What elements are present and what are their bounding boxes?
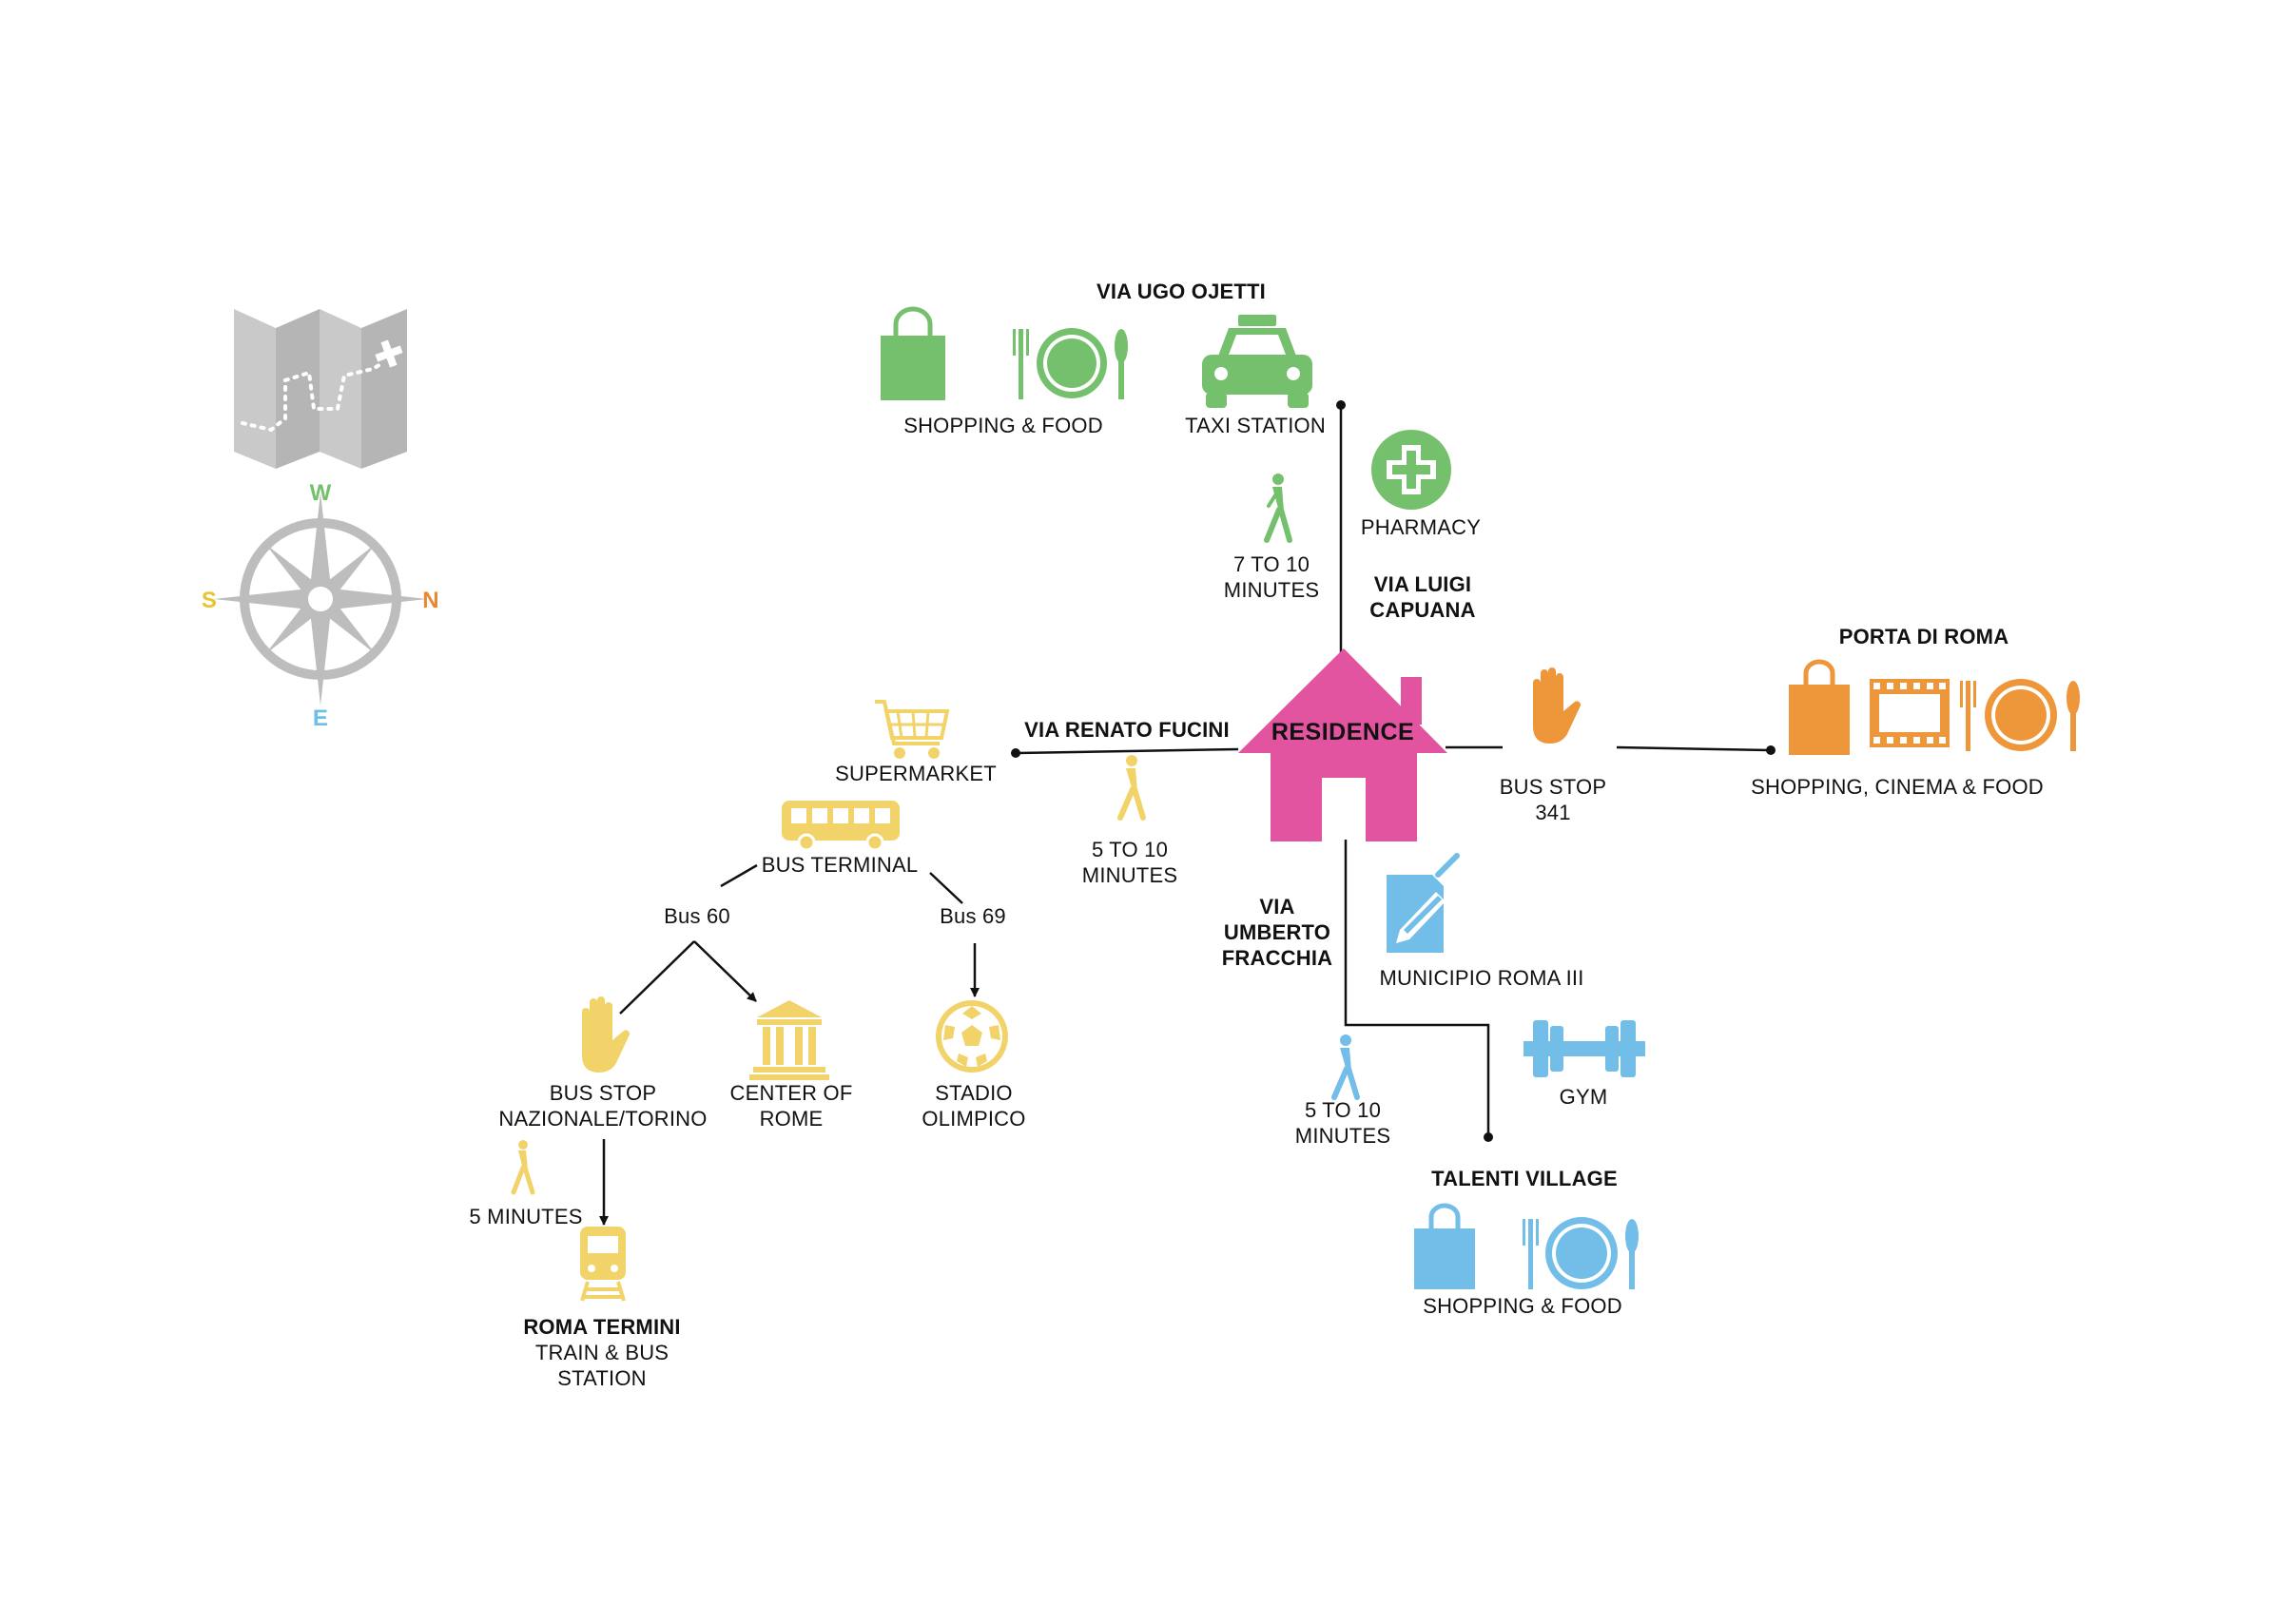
center-of-rome-label: CENTER OF ROME — [730, 1080, 853, 1131]
north-walk-time: 7 TO 10 MINUTES — [1224, 551, 1319, 603]
street-via-luigi-capuana-line2: CAPUANA — [1369, 598, 1476, 622]
compass-rose-icon — [214, 493, 427, 706]
center-of-rome-line1: CENTER OF — [729, 1081, 853, 1105]
west-walk-time-line1: 5 TO 10 — [1091, 838, 1169, 861]
residence-house-icon — [1238, 648, 1447, 841]
walking-person-icon — [511, 1140, 535, 1195]
plate-cutlery-icon — [1013, 328, 1128, 399]
arrow-bus60-center — [693, 940, 757, 1002]
shopping-bag-icon — [1789, 659, 1850, 755]
line-terminal-bus60 — [720, 863, 758, 888]
municipio-roma-iii-label: MUNICIPIO ROMA III — [1379, 966, 1584, 990]
line-west — [1017, 747, 1239, 755]
walking-person-icon — [1264, 474, 1292, 543]
route-lines — [599, 407, 1770, 1226]
compass-label-n: N — [422, 588, 439, 613]
walking-person-icon — [1331, 1034, 1360, 1100]
bus-icon — [782, 801, 900, 852]
bus-stop-hand-icon — [582, 996, 631, 1073]
north-walk-time-line2: MINUTES — [1223, 578, 1320, 602]
street-via-luigi-capuana: VIA LUIGI CAPUANA — [1369, 571, 1475, 623]
stadio-olimpico-label: STADIO OLIMPICO — [922, 1080, 1025, 1131]
walking-person-icon — [1117, 755, 1146, 821]
temple-monument-icon — [749, 1000, 829, 1080]
pharmacy-cross-icon — [1371, 430, 1451, 510]
pharmacy-label: PHARMACY — [1360, 515, 1482, 539]
bus-stop-nazionale-label: BUS STOP NAZIONALE/TORINO — [498, 1080, 707, 1131]
folded-map-icon — [234, 309, 407, 469]
bus-stop-nazionale-line2: NAZIONALE/TORINO — [498, 1107, 708, 1131]
line-east-b — [1616, 745, 1770, 752]
train-icon — [580, 1227, 626, 1302]
shopping-bag-icon — [881, 306, 945, 400]
compass-label-e: E — [312, 706, 329, 731]
shopping-bag-icon — [1414, 1203, 1475, 1289]
document-pen-icon — [1387, 853, 1460, 953]
route-dots — [1011, 400, 1776, 1142]
bus-stop-hand-icon — [1533, 667, 1582, 744]
compass-label-w: W — [309, 480, 332, 506]
center-of-rome-line2: ROME — [759, 1107, 824, 1131]
supermarket-label: SUPERMARKET — [835, 762, 997, 785]
bus-stop-nazionale-line1: BUS STOP — [549, 1081, 657, 1105]
street-via-renato-fucini: VIA RENATO FUCINI — [1024, 718, 1230, 742]
street-via-ugo-ojetti: VIA UGO OJETTI — [1096, 280, 1267, 303]
street-via-umberto-fracchia-line1: VIA — [1259, 895, 1295, 918]
north-walk-time-line1: 7 TO 10 — [1232, 552, 1310, 576]
stadio-olimpico-line2: OLIMPICO — [922, 1107, 1026, 1131]
shopping-cart-icon — [875, 700, 950, 759]
residence-label: RESIDENCE — [1271, 719, 1415, 745]
bus-stop-341-line1: BUS STOP — [1499, 775, 1607, 799]
compass-label-s: S — [201, 588, 218, 613]
taxi-station-label: TAXI STATION — [1185, 414, 1326, 437]
porta-di-roma-amenities: SHOPPING, CINEMA & FOOD — [1751, 775, 2044, 799]
talenti-village-label: TALENTI VILLAGE — [1431, 1167, 1618, 1190]
line-south — [1344, 840, 1490, 1136]
west-walk-time: 5 TO 10 MINUTES — [1082, 837, 1177, 888]
street-via-umberto-fracchia-line2: UMBERTO — [1223, 920, 1331, 944]
walk-5-minutes-label: 5 MINUTES — [469, 1205, 583, 1228]
north-shopping-food-label: SHOPPING & FOOD — [903, 414, 1103, 437]
roma-termini-label: ROMA TERMINI TRAIN & BUS STATION — [523, 1314, 680, 1391]
bus-60-label: Bus 60 — [664, 904, 730, 928]
roma-termini-line3: STATION — [557, 1366, 647, 1390]
stadio-olimpico-line1: STADIO — [935, 1081, 1013, 1105]
plate-cutlery-icon — [1960, 679, 2080, 751]
taxi-icon — [1202, 315, 1312, 408]
gym-dumbbell-icon — [1523, 1020, 1645, 1077]
west-walk-time-line2: MINUTES — [1081, 863, 1178, 887]
gym-label: GYM — [1559, 1085, 1608, 1109]
line-bus60-busstop — [619, 940, 695, 1015]
talenti-shopping-food-label: SHOPPING & FOOD — [1423, 1294, 1622, 1318]
bus-stop-341-line2: 341 — [1535, 801, 1571, 824]
bus-terminal-label: BUS TERMINAL — [761, 853, 919, 877]
porta-di-roma-label: PORTA DI ROMA — [1838, 625, 2009, 648]
south-walk-time-line1: 5 TO 10 — [1304, 1098, 1382, 1122]
bus-stop-341-label: BUS STOP 341 — [1500, 774, 1606, 825]
roma-termini-line1: ROMA TERMINI — [523, 1315, 681, 1339]
cinema-film-icon — [1870, 679, 1950, 747]
street-via-umberto-fracchia-line3: FRACCHIA — [1221, 946, 1333, 970]
south-walk-time-line2: MINUTES — [1294, 1124, 1391, 1148]
football-stadium-icon — [936, 1000, 1008, 1073]
street-via-luigi-capuana-line1: VIA LUIGI — [1373, 572, 1472, 596]
plate-cutlery-icon — [1523, 1217, 1639, 1289]
line-terminal-bus69 — [929, 872, 963, 904]
roma-termini-line2: TRAIN & BUS — [534, 1341, 670, 1364]
south-walk-time: 5 TO 10 MINUTES — [1295, 1097, 1390, 1149]
bus-69-label: Bus 69 — [940, 904, 1006, 928]
street-via-umberto-fracchia: VIA UMBERTO FRACCHIA — [1222, 894, 1332, 971]
